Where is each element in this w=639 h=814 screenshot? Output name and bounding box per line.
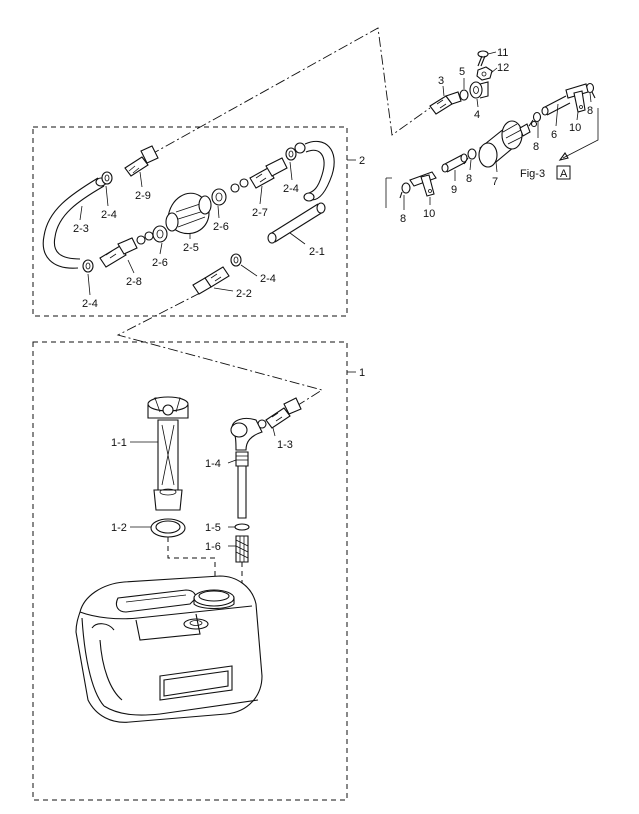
label-1-5: 1-5	[205, 522, 221, 534]
label-2-6-left: 2-6	[152, 257, 168, 269]
label-1-2: 1-2	[111, 522, 127, 534]
connector-2-2	[192, 266, 230, 295]
label-3: 3	[438, 75, 444, 87]
ring-2-6-right	[211, 188, 227, 206]
label-2-6-right: 2-6	[213, 221, 229, 233]
hose-6	[541, 95, 571, 116]
nut-2-4-lower-left	[82, 259, 94, 273]
label-8-right-lower: 8	[533, 141, 539, 153]
label-7: 7	[492, 176, 498, 188]
label-8-right-upper: 8	[587, 105, 593, 117]
connector-2-9	[124, 145, 159, 177]
hose-2-1	[267, 202, 326, 244]
label-2-4-lower-right: 2-4	[260, 273, 276, 285]
assembly-2-group: 2	[32, 126, 365, 317]
nut-4	[469, 81, 489, 99]
connector-2-8	[99, 231, 154, 268]
elbow-1-4	[230, 417, 263, 467]
assembly-1-number: 1	[359, 367, 365, 379]
clip-8-middle	[463, 148, 477, 165]
nut-12	[476, 66, 493, 81]
label-2-4-upper-left: 2-4	[101, 209, 117, 221]
nut-2-4-lower-right	[230, 253, 242, 267]
figure-caption: Fig-3 A	[520, 165, 571, 180]
assembly-2-boundary	[32, 126, 348, 317]
label-11: 11	[497, 47, 508, 59]
label-12: 12	[497, 62, 509, 74]
connector-2-7	[230, 157, 288, 193]
label-8-left: 8	[400, 213, 406, 225]
clip-8-left	[399, 182, 411, 199]
assembly-1-leaders	[130, 427, 276, 547]
ring-2-6-left	[152, 225, 168, 243]
assembly-connection-lines	[116, 27, 599, 413]
connector-3	[429, 91, 462, 115]
clip-8-right-lower	[528, 111, 542, 127]
ring-5	[459, 89, 469, 101]
figure-caption-text: Fig-3	[520, 168, 545, 180]
label-1-4: 1-4	[205, 458, 221, 470]
fitting-7	[478, 120, 538, 168]
filter-1-6	[235, 535, 249, 563]
nut-2-4-upper-left	[101, 171, 113, 185]
gauge-guide-line	[167, 537, 216, 588]
label-5: 5	[459, 66, 465, 78]
hose-9	[441, 153, 468, 173]
assembly-2-number: 2	[359, 155, 365, 167]
screw-11	[477, 50, 489, 67]
label-1-3: 1-3	[277, 439, 293, 451]
hose-2-1-upper	[304, 140, 335, 201]
label-10-left: 10	[423, 208, 435, 220]
figure-caption-box	[556, 165, 571, 180]
fig-3a-parts-group: 11 12 5 3 4 8 6 10 8 7 8 9 10 8 Fig-3 A	[385, 47, 596, 225]
assembly-2-leaders	[79, 161, 306, 296]
pickup-tube	[237, 465, 247, 519]
assembly-1-group: 1	[32, 341, 365, 801]
fig-3a-leaders	[403, 51, 592, 210]
assembly-1-boundary	[32, 341, 348, 801]
fig-3a-group-bracket	[385, 177, 392, 208]
label-2-5: 2-5	[183, 242, 199, 254]
label-2-4-lower-left: 2-4	[82, 298, 98, 310]
label-2-4-upper-right: 2-4	[283, 183, 299, 195]
ring-1-5	[234, 523, 250, 531]
bracket-10-right	[565, 83, 589, 113]
label-2-7: 2-7	[252, 207, 268, 219]
nut-2-4-upper-right	[285, 147, 297, 161]
hose-2-3	[42, 177, 99, 269]
label-1-1: 1-1	[111, 437, 127, 449]
label-2-8: 2-8	[126, 276, 142, 288]
label-9: 9	[451, 184, 457, 196]
fuel-gauge-1-1	[147, 396, 189, 511]
label-10-right: 10	[569, 122, 581, 134]
label-2-1: 2-1	[309, 246, 325, 258]
bracket-10-left	[409, 171, 437, 197]
primer-bulb-2-5	[165, 192, 212, 235]
label-8-middle: 8	[466, 173, 472, 185]
figure-caption-letter: A	[560, 168, 568, 180]
ring-1-2	[150, 518, 186, 538]
fuel-tank	[75, 575, 263, 723]
label-2-9: 2-9	[135, 190, 151, 202]
label-4: 4	[474, 109, 480, 121]
label-2-3: 2-3	[73, 223, 89, 235]
label-6: 6	[551, 129, 557, 141]
label-1-6: 1-6	[205, 541, 221, 553]
connector-1-3	[257, 397, 302, 429]
label-2-2: 2-2	[236, 288, 252, 300]
